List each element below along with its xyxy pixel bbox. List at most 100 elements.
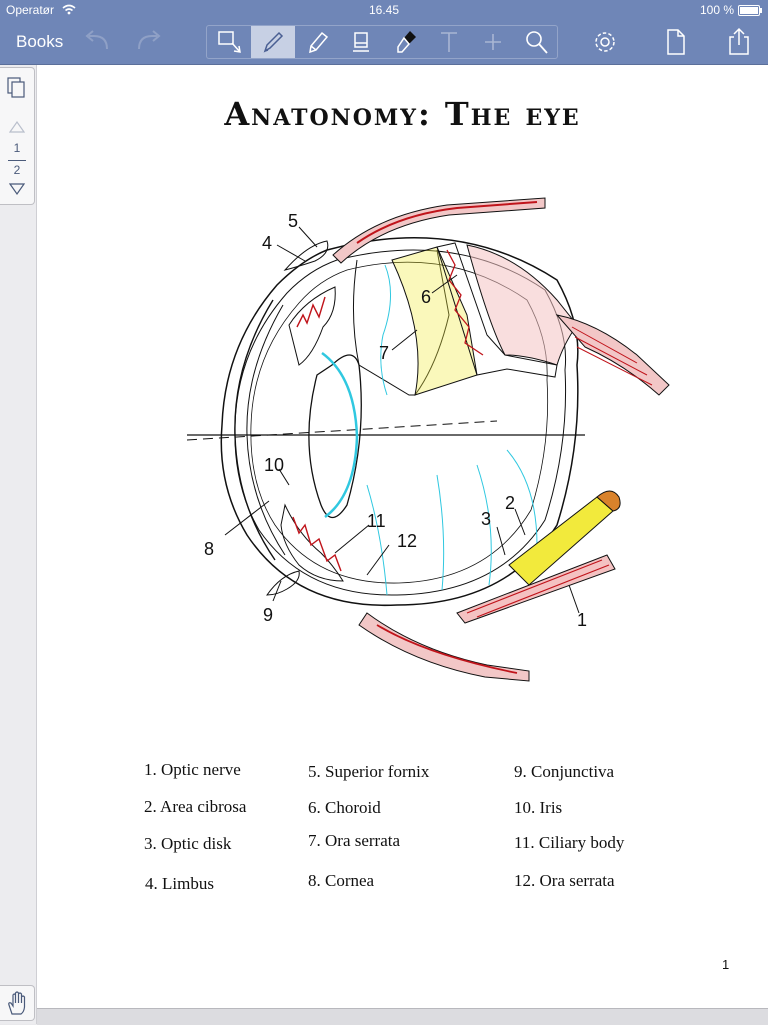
diagram-label-6: 6 bbox=[421, 287, 431, 307]
gear-icon[interactable] bbox=[589, 26, 621, 58]
next-page-edge bbox=[37, 1008, 768, 1025]
leader-12 bbox=[366, 544, 390, 576]
page-title: Anatonomy: The eye bbox=[224, 95, 581, 133]
ora-serrata-region bbox=[352, 249, 450, 396]
inferior-rectus bbox=[358, 612, 530, 682]
diagram-label-12: 12 bbox=[397, 531, 417, 551]
battery-icon bbox=[738, 5, 762, 16]
inferior-fornix bbox=[266, 570, 300, 596]
diagram-label-5: 5 bbox=[288, 211, 298, 231]
previous-page-icon[interactable] bbox=[9, 120, 25, 134]
leader-2 bbox=[514, 508, 526, 536]
leader-8 bbox=[224, 500, 270, 536]
battery-percent: 100 % bbox=[699, 3, 734, 17]
ciliary-body-top bbox=[288, 286, 336, 366]
diagram-label-3: 3 bbox=[481, 509, 491, 529]
sclera-outline bbox=[220, 237, 579, 607]
add-icon[interactable] bbox=[471, 26, 515, 58]
legend-item: 6. Choroid bbox=[308, 798, 381, 817]
page-number: 1 bbox=[722, 957, 730, 972]
optic-nerve-red bbox=[466, 559, 610, 618]
legend-item: 11. Ciliary body bbox=[514, 833, 625, 852]
leader-10 bbox=[278, 468, 290, 486]
page-navigator: 1 2 bbox=[0, 67, 35, 205]
toolbar: Books bbox=[0, 20, 768, 65]
diagram-label-2: 2 bbox=[505, 493, 515, 513]
diagram-label-4: 4 bbox=[262, 233, 272, 253]
diagram-label-11: 11 bbox=[367, 511, 386, 531]
diagram-label-9: 9 bbox=[263, 605, 273, 625]
highlighter-tool-icon[interactable] bbox=[295, 26, 339, 58]
page-sidebar: 1 2 bbox=[0, 65, 37, 1024]
optic-nerve-sheath bbox=[456, 554, 616, 624]
legend-item: 8. Cornea bbox=[308, 871, 375, 890]
books-back-button[interactable]: Books bbox=[16, 32, 64, 51]
wifi-icon bbox=[62, 4, 76, 15]
leader-1 bbox=[568, 584, 580, 614]
vitreous-blue-3 bbox=[436, 474, 445, 591]
cornea-front bbox=[234, 299, 276, 561]
lateral-muscle-red bbox=[571, 326, 653, 386]
lens-blue-highlight bbox=[321, 351, 359, 519]
lens bbox=[308, 354, 362, 519]
vitreous-blue-1 bbox=[380, 264, 392, 396]
choroid-red bbox=[446, 249, 484, 356]
leader-7 bbox=[391, 329, 418, 351]
cornea-back bbox=[246, 304, 286, 556]
vitreous-blue-4 bbox=[476, 464, 492, 586]
leader-3 bbox=[496, 526, 506, 556]
leader-4 bbox=[276, 244, 306, 262]
search-icon[interactable] bbox=[515, 26, 559, 58]
clock: 16.45 bbox=[368, 3, 400, 17]
superior-rectus-red bbox=[356, 201, 538, 244]
total-pages: 2 bbox=[13, 163, 21, 177]
undo-icon[interactable] bbox=[82, 26, 114, 58]
next-page-icon[interactable] bbox=[9, 182, 25, 196]
pages-icon[interactable] bbox=[6, 76, 28, 100]
legend-item: 4. Limbus bbox=[145, 874, 214, 893]
lateral-muscle bbox=[555, 314, 670, 396]
legend-item: 10. Iris bbox=[514, 798, 563, 817]
leader-9 bbox=[272, 580, 282, 602]
select-tool-icon[interactable] bbox=[207, 26, 251, 58]
eye-diagram: 1 2 3 4 5 6 7 8 9 10 11 12 bbox=[186, 197, 670, 682]
carrier-label: Operatør bbox=[6, 3, 55, 17]
legend-item: 1. Optic nerve bbox=[144, 760, 241, 779]
legend-item: 3. Optic disk bbox=[144, 834, 232, 853]
optical-axis-line bbox=[186, 420, 498, 441]
vitreous-blue-2 bbox=[366, 484, 388, 596]
eraser-tool-icon[interactable] bbox=[339, 26, 383, 58]
diagram-label-10: 10 bbox=[264, 455, 284, 475]
legend-item: 9. Conjunctiva bbox=[514, 762, 615, 781]
legend-item: 7. Ora serrata bbox=[308, 831, 401, 850]
pan-hand-button[interactable] bbox=[0, 985, 35, 1021]
page-divider bbox=[8, 160, 26, 161]
superior-muscle-attachment bbox=[466, 244, 578, 366]
legend-item: 2. Area cibrosa bbox=[144, 797, 247, 816]
diagram-label-7: 7 bbox=[379, 343, 389, 363]
document-page[interactable]: Anatonomy: The eye bbox=[37, 65, 768, 1008]
pen-tool-icon[interactable] bbox=[251, 26, 295, 58]
inferior-rectus-red bbox=[376, 624, 518, 674]
diagram-label-1: 1 bbox=[577, 610, 587, 630]
leader-11 bbox=[334, 524, 370, 554]
ciliary-red-bottom bbox=[292, 516, 342, 572]
status-bar: Operatør 16.45 100 % bbox=[0, 0, 768, 20]
document-icon[interactable] bbox=[660, 26, 692, 58]
leader-6 bbox=[431, 274, 458, 294]
leader-5 bbox=[298, 226, 318, 248]
marker-tool-icon[interactable] bbox=[383, 26, 427, 58]
ciliary-red-top bbox=[296, 296, 326, 328]
diagram-label-8: 8 bbox=[204, 539, 214, 559]
text-tool-icon[interactable] bbox=[427, 26, 471, 58]
hand-icon bbox=[8, 991, 26, 1015]
legend-item: 5. Superior fornix bbox=[308, 762, 430, 781]
current-page: 1 bbox=[13, 141, 21, 155]
optic-nerve-end bbox=[596, 490, 621, 512]
drawing-tools bbox=[206, 25, 558, 59]
vitreous-blue-5 bbox=[506, 449, 538, 546]
legend-item: 12. Ora serrata bbox=[514, 871, 615, 890]
share-icon[interactable] bbox=[723, 26, 755, 58]
superior-fornix bbox=[283, 240, 329, 271]
redo-icon[interactable] bbox=[132, 26, 164, 58]
